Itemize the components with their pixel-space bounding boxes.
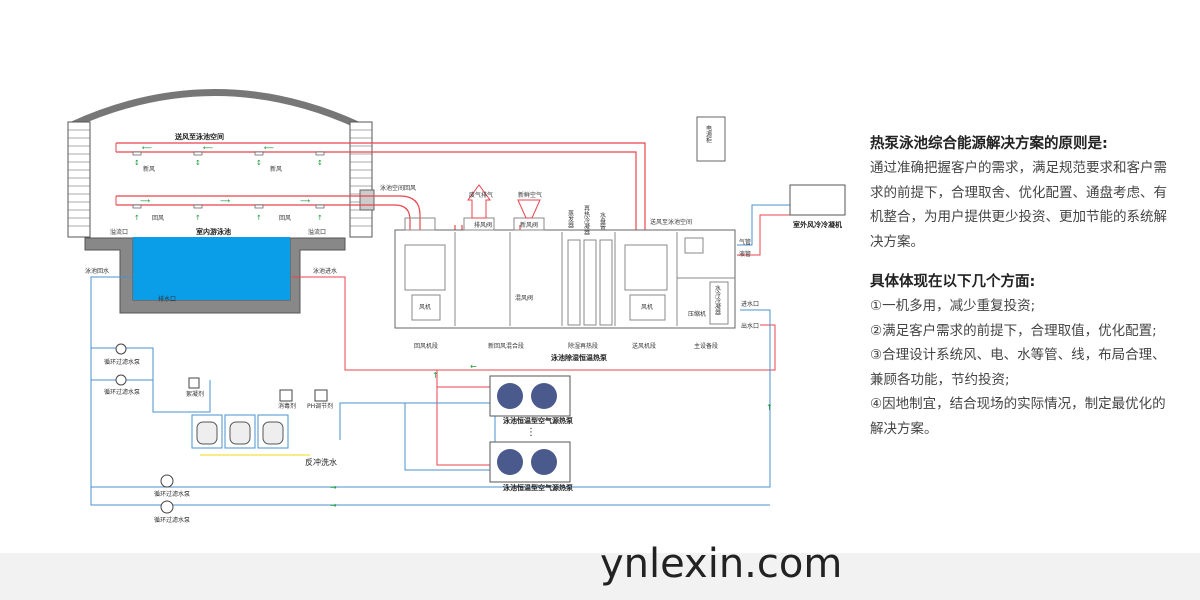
svg-text:→: → <box>330 483 337 492</box>
watermark: ynlexin.com <box>600 541 843 587</box>
label-supply-to-pool: 送风至泳池空间 <box>650 218 692 226</box>
label-pump: 循环过滤水泵 <box>104 388 140 396</box>
svg-text:↕: ↕ <box>317 159 323 167</box>
label-exhaust-valve: 排风阀 <box>474 221 492 229</box>
aspect-item: ①一机多用，减少重复投资; <box>870 298 1036 314</box>
aspects-title: 具体体现在以下几个方面: <box>870 274 1036 290</box>
label-flocculant: 絮凝剂 <box>186 390 204 398</box>
label-compressor: 压缩机 <box>688 310 706 318</box>
airflow-arrows: ⟵ ⟵ ⟵ ⟶ ⟶ ⟶ ↕ ↕ ↕ ↕ ↑ ↑ ↑ ↑ <box>134 144 323 222</box>
svg-text:↑: ↑ <box>766 403 773 412</box>
label-exhaust: 废气排气 <box>469 191 493 199</box>
principle-text: 通过准确把握客户的需求，满足规范要求和客户需求的前提下，合理取舍、优化配置、通盘… <box>870 160 1167 250</box>
label-evaporator: 蒸发器 <box>567 209 574 229</box>
section-label: 送风机段 <box>632 342 656 350</box>
description-panel: 热泵泳池综合能源解决方案的原则是: 通过准确把握客户的需求，满足规范要求和客户需… <box>870 132 1170 441</box>
label-pump: 循环过滤水泵 <box>104 358 140 366</box>
label-fresh-valve: 新风阀 <box>520 221 538 229</box>
supply-air-duct <box>116 142 646 230</box>
svg-text:↑: ↑ <box>317 214 323 222</box>
heat-pump-unit: ⋮ <box>489 375 571 483</box>
power-cabinet <box>696 116 726 162</box>
label-heat-pump: 泳池恒温型空气源热泵 <box>503 483 573 492</box>
label-power-cabinet: 电源柜 <box>705 124 712 144</box>
svg-text:⟶: ⟶ <box>300 197 310 205</box>
footer-band: ynlexin.com <box>0 541 1200 600</box>
label-pool-return-water: 泳池回水 <box>85 267 109 275</box>
return-vent <box>359 189 375 211</box>
svg-text:⋮: ⋮ <box>526 427 536 438</box>
label-pool-return-air: 泳池空间回风 <box>380 184 416 192</box>
water-supply-pipe <box>292 276 776 371</box>
label-mix-valve: 混风阀 <box>515 294 533 302</box>
label-pump: 循环过滤水泵 <box>154 490 190 498</box>
svg-text:↑: ↑ <box>134 214 140 222</box>
svg-text:↑: ↑ <box>195 214 201 222</box>
svg-text:⟵: ⟵ <box>264 144 274 152</box>
svg-text:⟵: ⟵ <box>142 144 152 152</box>
label-gas-pipe: 气管 <box>739 238 751 246</box>
outdoor-condenser <box>789 184 846 216</box>
fresh-air-inlet <box>517 199 541 219</box>
label-water-condenser: 水冷冷凝器 <box>714 284 721 316</box>
label-overflow: 溢流口 <box>110 228 128 236</box>
left-wall <box>67 121 91 238</box>
label-liquid-pipe: 液管 <box>739 250 751 258</box>
label-fresh-air: 新风 <box>143 165 155 173</box>
flocculant-tank <box>188 377 200 389</box>
return-air-duct <box>116 195 421 280</box>
label-pump: 循环过滤水泵 <box>154 516 190 524</box>
right-wall <box>349 121 373 238</box>
svg-text:↕: ↕ <box>134 159 140 167</box>
label-heat-pump: 泳池恒温型空气源热泵 <box>503 416 573 425</box>
label-overflow: 溢流口 <box>308 228 326 236</box>
svg-text:↑: ↑ <box>432 371 439 380</box>
principle-title: 热泵泳池综合能源解决方案的原则是: <box>870 136 1108 152</box>
svg-text:⟶: ⟶ <box>220 197 230 205</box>
label-ph: PH调节剂 <box>307 402 333 410</box>
disinfectant-tank <box>279 389 293 402</box>
section-label: 新回风混合段 <box>488 342 524 350</box>
label-reheat: 再热冷凝器 <box>583 205 590 236</box>
label-fan: 风机 <box>419 303 431 311</box>
label-outdoor-unit: 室外风冷冷凝机 <box>793 220 842 229</box>
svg-text:←: ← <box>470 362 477 371</box>
svg-text:⟶: ⟶ <box>140 197 150 205</box>
label-return-air: 回风 <box>152 215 164 222</box>
label-backwash: 反冲洗水 <box>305 457 337 467</box>
aspect-item: ③合理设计系统风、电、水等管、线，布局合理、兼顾各功能，节约投资; <box>870 347 1166 388</box>
label-drain: 排水口 <box>158 295 176 303</box>
label-supply-duct: 送风至泳池空间 <box>174 132 224 141</box>
dome-roof <box>70 89 360 129</box>
label-water-coil: 水盘管 <box>599 211 606 231</box>
label-fan: 风机 <box>641 303 653 311</box>
svg-text:⟵: ⟵ <box>203 144 213 152</box>
label-fresh: 新鲜空气 <box>518 191 542 199</box>
svg-text:↑: ↑ <box>256 214 262 222</box>
label-water-in: 进水口 <box>741 300 759 308</box>
svg-text:↕: ↕ <box>256 159 262 167</box>
exhaust-arrow <box>467 184 491 219</box>
aspect-item: ④因地制宜，结合现场的实际情况，制定最优化的解决方案。 <box>870 396 1166 437</box>
section-label: 回风机段 <box>414 342 438 350</box>
label-pool-inlet-water: 泳池进水 <box>313 267 337 275</box>
water-return-pipe <box>90 276 771 506</box>
pump-icons <box>115 343 174 514</box>
pool-water <box>133 237 290 300</box>
label-return-air: 回风 <box>279 215 291 222</box>
svg-text:→: → <box>330 501 337 510</box>
label-disinfectant: 消毒剂 <box>278 402 296 410</box>
section-label: 除湿再热段 <box>568 342 598 350</box>
dehumidifier-ahu <box>394 229 736 329</box>
svg-text:↕: ↕ <box>195 159 201 167</box>
section-label: 主设备段 <box>694 342 718 350</box>
label-fresh-air: 新风 <box>270 165 282 173</box>
aspect-item: ②满足客户需求的前提下，合理取值，优化配置; <box>870 322 1157 339</box>
ph-tank <box>314 389 328 402</box>
label-water-out: 出水口 <box>741 322 759 330</box>
label-pool: 室内游泳池 <box>196 227 231 236</box>
label-ahu-title: 泳池除湿恒温热泵 <box>551 353 607 362</box>
